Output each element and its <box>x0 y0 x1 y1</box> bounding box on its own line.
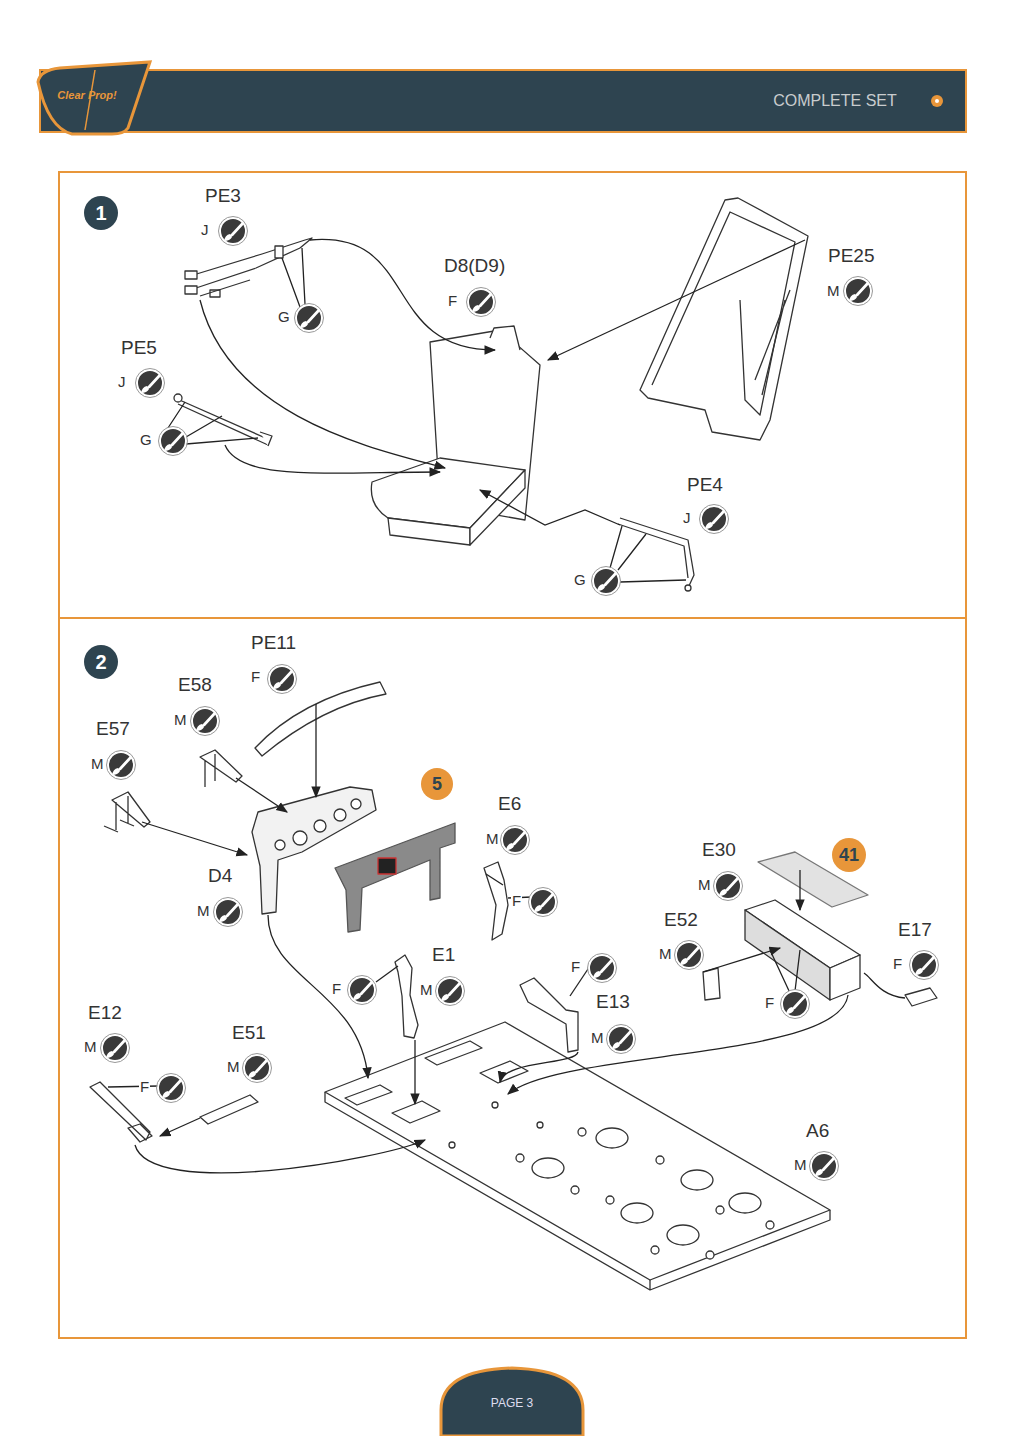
decal-callout: 5 <box>421 768 453 800</box>
step-number-text: 2 <box>95 651 106 674</box>
part-number: E1 <box>431 945 456 966</box>
paint-code: F <box>447 293 458 310</box>
part-number: D8(D9) <box>443 256 506 277</box>
part-number: E58 <box>177 675 213 696</box>
step-number-text: 1 <box>95 202 106 225</box>
paint-code: G <box>573 572 587 589</box>
part-number: E57 <box>95 719 131 740</box>
paint-code: M <box>226 1059 241 1076</box>
paint-code: M <box>826 283 841 300</box>
logo-badge-text: Clear Prop! <box>57 89 116 101</box>
part-number: E12 <box>87 1003 123 1024</box>
part-number: E52 <box>663 910 699 931</box>
part-number: PE25 <box>827 246 875 267</box>
paint-code: M <box>90 756 105 773</box>
paint-code: M <box>83 1039 98 1056</box>
paint-code: F <box>570 959 581 976</box>
paint-code: M <box>590 1030 605 1047</box>
paint-code: M <box>658 946 673 963</box>
part-number: PE3 <box>204 186 242 207</box>
paint-code: J <box>200 222 210 239</box>
part-number: E13 <box>595 992 631 1013</box>
paint-code: F <box>250 669 261 686</box>
part-number: PE11 <box>250 633 297 654</box>
decal-callout-text: 5 <box>432 774 442 795</box>
page-tab: PAGE 3 <box>462 1393 562 1413</box>
paint-code: J <box>117 374 127 391</box>
decal-callout-text: 41 <box>839 845 859 866</box>
part-number: PE4 <box>686 475 724 496</box>
part-number: A6 <box>805 1121 830 1142</box>
paint-code: M <box>419 982 434 999</box>
part-number: E51 <box>231 1023 267 1044</box>
header-band-text: COMPLETE SET <box>773 92 897 110</box>
paint-code: M <box>173 712 188 729</box>
paint-code: F <box>139 1079 150 1096</box>
paint-code: M <box>485 831 500 848</box>
part-number: E6 <box>497 794 522 815</box>
paint-code: G <box>277 309 291 326</box>
step-number: 2 <box>84 645 118 679</box>
part-number: D4 <box>207 866 233 887</box>
part-number: E17 <box>897 920 933 941</box>
decal-callout: 41 <box>832 838 866 872</box>
paint-code: M <box>196 903 211 920</box>
paint-code: M <box>697 877 712 894</box>
paint-code: M <box>793 1157 808 1174</box>
paint-code: J <box>682 510 692 527</box>
paint-code: F <box>511 893 522 910</box>
paint-code: G <box>139 432 153 449</box>
paint-code: F <box>331 981 342 998</box>
paint-code: F <box>892 956 903 973</box>
step-number: 1 <box>84 196 118 230</box>
part-number: E30 <box>701 840 737 861</box>
page-tab-text: PAGE 3 <box>491 1396 533 1410</box>
header-band: COMPLETE SET <box>740 88 930 114</box>
part-number: PE5 <box>120 338 158 359</box>
logo-badge: Clear Prop! <box>46 86 128 104</box>
paint-code: F <box>764 995 775 1012</box>
